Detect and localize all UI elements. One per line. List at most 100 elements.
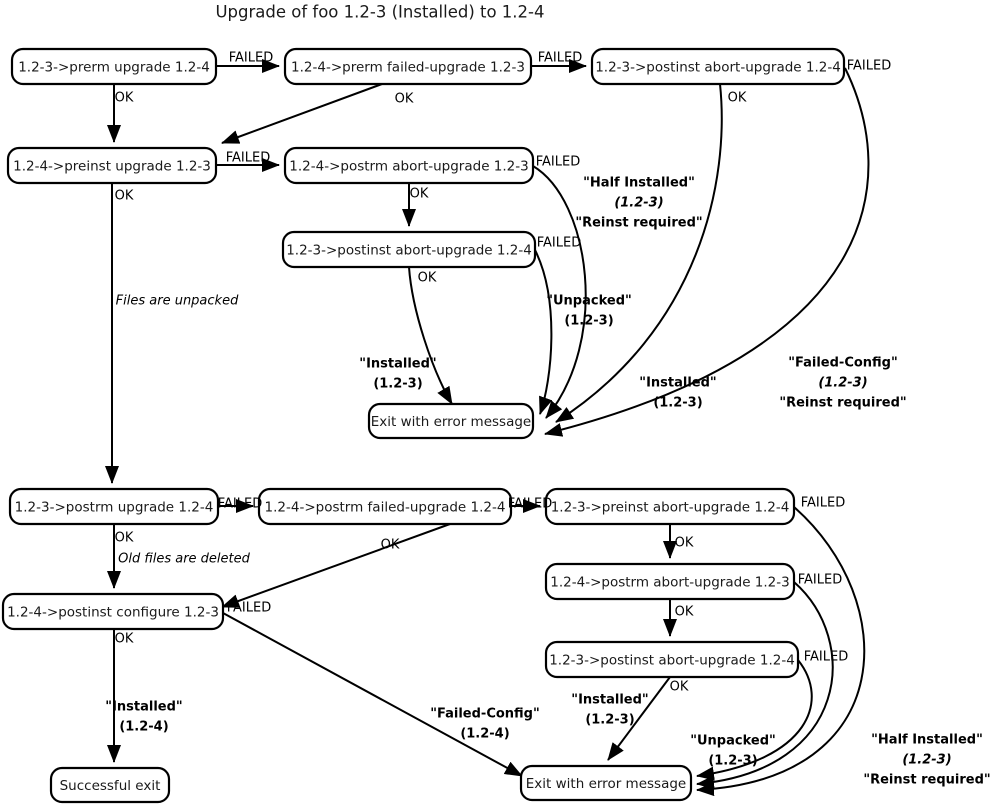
- note-n2: Old files are deleted: [118, 552, 251, 567]
- node-postrm_upgrade[interactable]: 1.2-3->postrm upgrade 1.2-4: [8, 487, 220, 526]
- node-label: 1.2-4->postrm abort-upgrade 1.2-3: [289, 159, 528, 175]
- node-label: 1.2-3->prerm upgrade 1.2-4: [18, 60, 210, 76]
- edges-layer: [105, 59, 870, 797]
- node-label: 1.2-4->postrm failed-upgrade 1.2-4: [265, 500, 506, 516]
- node-successful_exit[interactable]: Successful exit: [49, 766, 171, 804]
- node-box: [257, 487, 513, 526]
- node-preinst_abort_bot[interactable]: 1.2-3->preinst abort-upgrade 1.2-4: [544, 487, 796, 526]
- edge-label-e13: FAILED: [218, 497, 262, 512]
- state-label-s10: "Installed"(1.2-4): [105, 700, 182, 735]
- edge-label-e15: FAILED: [801, 496, 845, 511]
- state-label-s6: "Failed-Config" (1.2-4): [430, 707, 540, 742]
- node-postrm_failed[interactable]: 1.2-4->postrm failed-upgrade 1.2-4: [257, 487, 513, 526]
- node-postrm_abort_mid[interactable]: 1.2-4->postrm abort-upgrade 1.2-3: [283, 146, 535, 185]
- state-label-s3: "Installed" (1.2-3): [359, 357, 436, 392]
- edge-label-e12: OK: [418, 271, 437, 286]
- edge-p10: [532, 165, 587, 419]
- edge-p4: [221, 83, 383, 144]
- node-box: [8, 487, 220, 526]
- state-label-s9: "Half Installed" (1.2-3) "Reinst required": [863, 733, 990, 788]
- node-box: [519, 764, 693, 802]
- edge-label-e8: FAILED: [536, 155, 580, 170]
- edge-label-e7: FAILED: [226, 151, 270, 166]
- edge-label-e2: FAILED: [538, 51, 582, 66]
- node-box: [283, 146, 535, 185]
- node-exit_error_top[interactable]: Exit with error message: [367, 402, 535, 440]
- state-label-line: "Installed": [359, 357, 436, 372]
- edge-p23: [696, 506, 866, 797]
- edge-p21: [696, 659, 813, 781]
- node-exit_error_bot[interactable]: Exit with error message: [519, 764, 693, 802]
- node-box: [6, 146, 218, 185]
- edge-p12: [544, 67, 870, 437]
- node-label: 1.2-4->postrm abort-upgrade 1.2-3: [550, 575, 789, 591]
- edge-label-e20: FAILED: [798, 573, 842, 588]
- page-title: Upgrade of foo 1.2-3 (Installed) to 1.2-…: [215, 3, 544, 22]
- edge-label-e6: OK: [728, 91, 747, 106]
- node-preinst_upgrade[interactable]: 1.2-4->preinst upgrade 1.2-3: [6, 146, 218, 185]
- node-label: 1.2-3->preinst abort-upgrade 1.2-4: [551, 500, 790, 516]
- state-label-line: "Failed-Config": [788, 356, 898, 371]
- node-postinst_configure[interactable]: 1.2-4->postinst configure 1.2-3: [1, 592, 225, 631]
- edge-p8: [408, 266, 453, 405]
- node-label: 1.2-4->postinst configure 1.2-3: [7, 605, 219, 621]
- node-box: [49, 766, 171, 804]
- node-postinst_abort_bot[interactable]: 1.2-3->postinst abort-upgrade 1.2-4: [544, 640, 800, 679]
- state-label-line: "Installed": [571, 693, 648, 708]
- state-label-line: (1.2-3): [902, 753, 951, 768]
- state-label-line: (1.2-3): [614, 196, 663, 211]
- edge-label-e24: OK: [115, 632, 134, 647]
- state-label-s2: "Unpacked"(1.2-3): [546, 294, 632, 329]
- edge-label-e14: FAILED: [508, 497, 552, 512]
- node-label: 1.2-4->prerm failed-upgrade 1.2-3: [291, 60, 525, 76]
- edge-label-e18: OK: [675, 536, 694, 551]
- state-label-s5: "Failed-Config"(1.2-3)"Reinst required": [779, 356, 906, 411]
- edge-p11: [555, 83, 723, 423]
- edge-label-e17: OK: [381, 538, 400, 553]
- node-box: [367, 402, 535, 440]
- state-label-s7: "Installed" (1.2-3): [571, 693, 648, 728]
- node-prerm_upgrade[interactable]: 1.2-3->prerm upgrade 1.2-4: [10, 47, 218, 86]
- node-label: Exit with error message: [371, 414, 531, 430]
- edge-p19: [222, 612, 523, 777]
- node-prerm_failed[interactable]: 1.2-4->prerm failed-upgrade 1.2-3: [283, 47, 533, 86]
- state-label-line: (1.2-3): [585, 713, 634, 728]
- state-label-line: (1.2-3): [653, 396, 702, 411]
- edge-label-e4: OK: [115, 91, 134, 106]
- edge-label-e23: OK: [670, 680, 689, 695]
- edge-label-e11: FAILED: [537, 236, 581, 251]
- node-box: [10, 47, 218, 86]
- state-label-line: "Installed": [639, 376, 716, 391]
- state-label-line: "Half Installed": [871, 733, 983, 748]
- nodes-layer: 1.2-3->prerm upgrade 1.2-4 1.2-4->prerm f…: [1, 47, 846, 804]
- state-label-line: "Failed-Config": [430, 707, 540, 722]
- edge-label-e19: FAILED: [227, 601, 271, 616]
- state-label-line: (1.2-3): [708, 754, 757, 769]
- note-n1: Files are unpacked: [116, 294, 239, 309]
- state-label-line: (1.2-4): [119, 720, 168, 735]
- node-postrm_abort_bot[interactable]: 1.2-4->postrm abort-upgrade 1.2-3: [544, 562, 796, 601]
- edge-p16: [221, 523, 451, 608]
- edge-label-e21: OK: [675, 605, 694, 620]
- edge-p20: [607, 676, 671, 761]
- state-label-line: (1.2-3): [564, 314, 613, 329]
- node-label: Exit with error message: [526, 776, 686, 792]
- node-label: 1.2-3->postrm upgrade 1.2-4: [15, 500, 214, 516]
- state-label-line: "Reinst required": [863, 773, 990, 788]
- node-box: [1, 592, 225, 631]
- edge-p9: [534, 249, 553, 415]
- node-box: [283, 47, 533, 86]
- node-postinst_abort_top[interactable]: 1.2-3->postinst abort-upgrade 1.2-4: [590, 47, 846, 86]
- state-label-line: (1.2-3): [373, 377, 422, 392]
- edge-label-e9: OK: [115, 189, 134, 204]
- node-box: [281, 230, 537, 269]
- state-label-line: (1.2-4): [460, 727, 509, 742]
- node-label: 1.2-3->postinst abort-upgrade 1.2-4: [286, 243, 532, 259]
- node-postinst_abort_mid[interactable]: 1.2-3->postinst abort-upgrade 1.2-4: [281, 230, 537, 269]
- state-label-line: "Half Installed": [583, 176, 695, 191]
- edge-label-e1: FAILED: [229, 51, 273, 66]
- edge-label-e22: FAILED: [804, 650, 848, 665]
- state-label-line: "Unpacked": [690, 734, 776, 749]
